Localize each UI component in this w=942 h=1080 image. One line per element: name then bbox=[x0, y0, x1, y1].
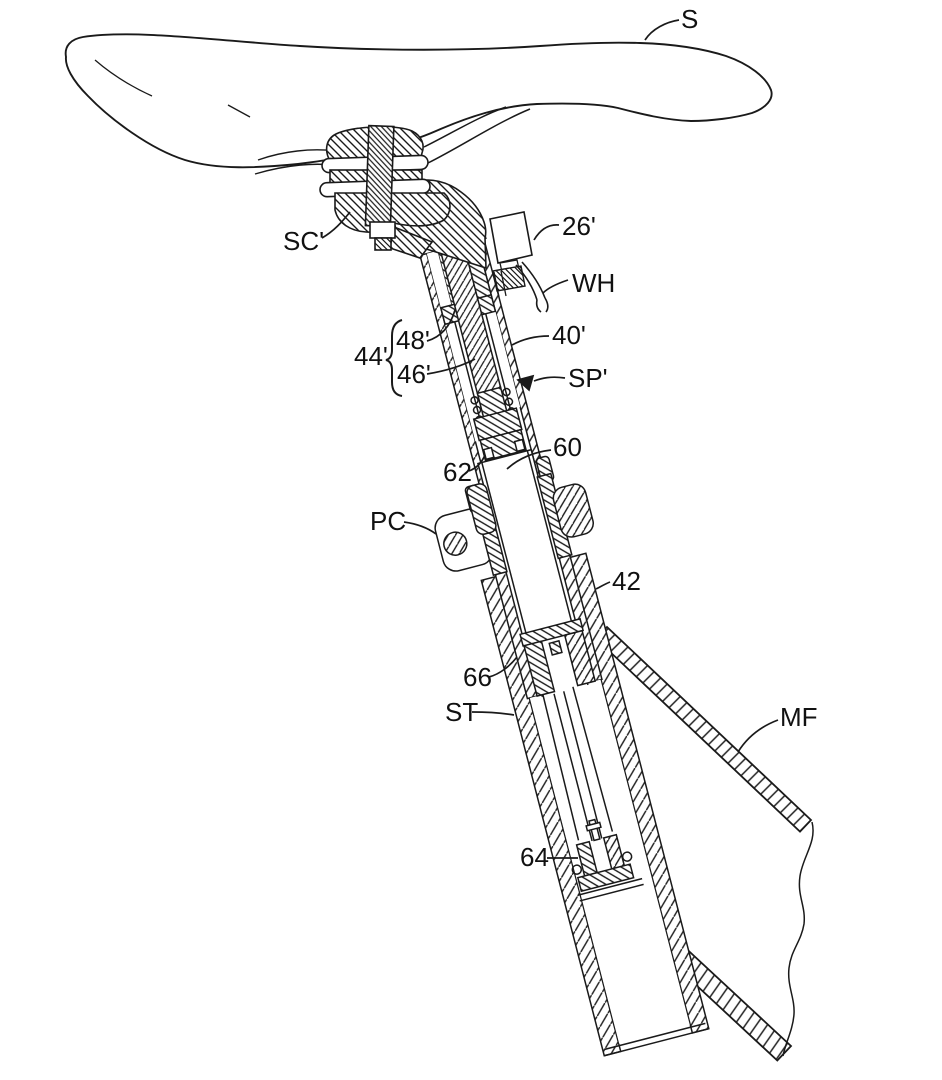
svg-text:26': 26' bbox=[562, 211, 596, 241]
svg-text:SC': SC' bbox=[283, 226, 324, 256]
svg-text:64: 64 bbox=[520, 842, 549, 872]
svg-text:46': 46' bbox=[397, 359, 431, 389]
svg-text:44': 44' bbox=[354, 341, 388, 371]
svg-text:60: 60 bbox=[553, 432, 582, 462]
svg-text:62: 62 bbox=[443, 457, 472, 487]
svg-text:42: 42 bbox=[612, 566, 641, 596]
svg-text:40': 40' bbox=[552, 320, 586, 350]
svg-text:WH: WH bbox=[572, 268, 615, 298]
svg-text:48': 48' bbox=[396, 325, 430, 355]
svg-text:66: 66 bbox=[463, 662, 492, 692]
svg-text:PC: PC bbox=[370, 506, 406, 536]
svg-text:SP': SP' bbox=[568, 363, 608, 393]
svg-text:S: S bbox=[681, 4, 698, 34]
svg-text:MF: MF bbox=[780, 702, 818, 732]
svg-text:ST: ST bbox=[445, 697, 478, 727]
